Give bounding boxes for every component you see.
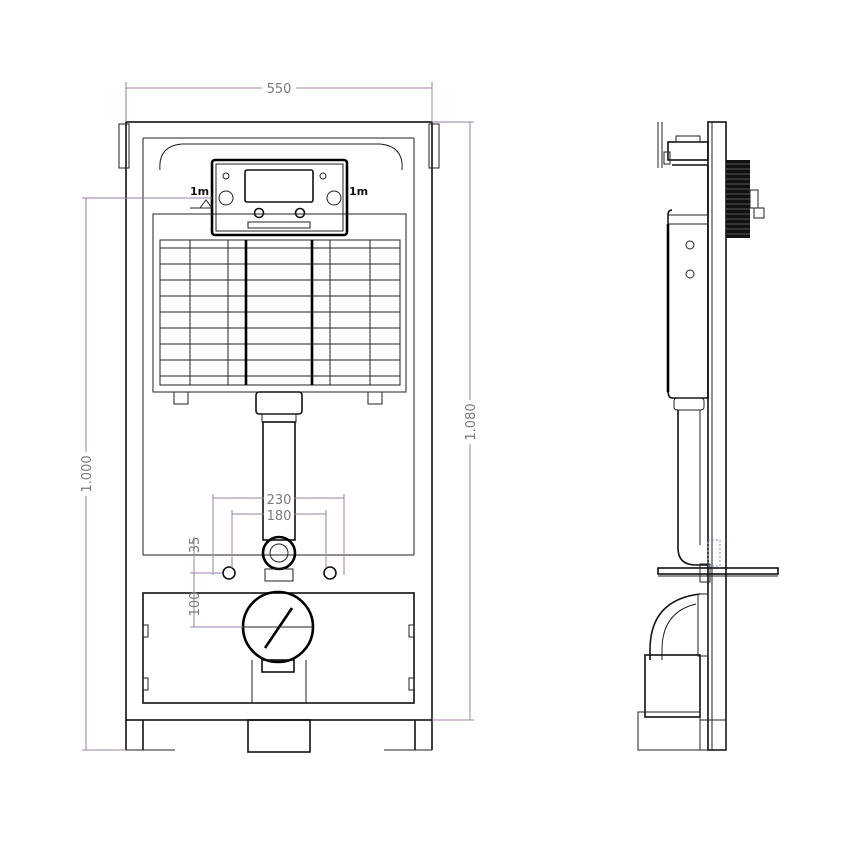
dimension-offset-lower: 100 <box>188 573 243 628</box>
offset-lower-value: 100 <box>188 592 203 617</box>
width-value: 550 <box>267 82 292 97</box>
side-waste-bend <box>637 593 709 751</box>
frame-outline <box>118 121 440 721</box>
dimension-bolt-outer: 230 <box>212 491 345 575</box>
cistern-grid <box>152 213 407 393</box>
overall-height-value: 1.080 <box>464 403 479 440</box>
pan-connector <box>222 535 337 582</box>
dimension-bolt-inner: 180 <box>231 507 327 568</box>
side-frame <box>657 121 727 751</box>
side-view <box>637 121 779 751</box>
side-flush-pipe <box>677 410 721 567</box>
side-actuator <box>663 135 709 165</box>
side-housing <box>726 160 765 238</box>
dimension-width: 550 <box>125 80 433 122</box>
cistern-base <box>153 391 406 423</box>
offset-upper-value: 35 <box>188 537 203 554</box>
dimension-bracket-height: 1.000 <box>79 197 212 751</box>
frame-feet <box>125 719 433 753</box>
dimension-offset-upper: 35 <box>188 537 222 574</box>
front-view: 1m 1m <box>79 80 479 753</box>
dimension-overall-height: 1.080 <box>432 121 479 721</box>
bolt-inner-value: 180 <box>267 509 292 524</box>
waste-outlet <box>241 590 315 673</box>
side-cistern <box>666 164 709 411</box>
left-marker-label: 1m <box>190 185 209 198</box>
bolt-outer-value: 230 <box>267 493 292 508</box>
right-marker-label: 1m <box>349 185 368 198</box>
side-floor <box>657 563 779 583</box>
flush-pipe <box>262 421 296 541</box>
bracket-height-value: 1.000 <box>80 455 95 492</box>
flush-plate: 1m 1m <box>190 158 368 237</box>
lower-bracket <box>142 592 415 704</box>
